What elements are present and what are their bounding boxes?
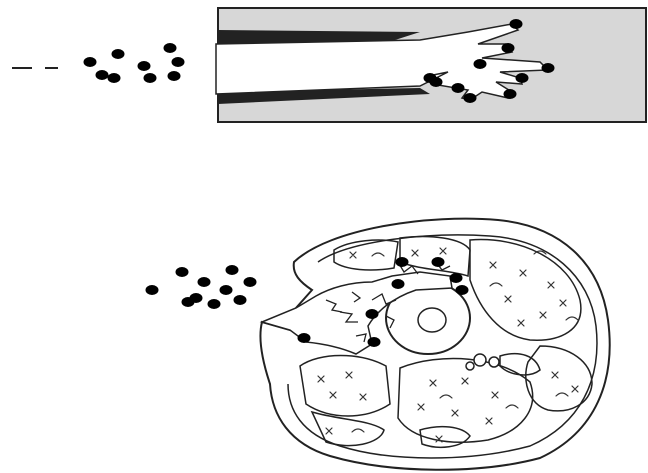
- top-particle-flight-9: [168, 71, 181, 81]
- bottom-particle-deposited-5: [392, 279, 405, 289]
- top-particle-flight-3: [164, 43, 177, 53]
- bottom-particle-flight-8: [182, 297, 195, 307]
- top-particle-deposited-8: [464, 93, 477, 103]
- bottom-particle-flight-10: [234, 295, 247, 305]
- top-particle-flight-5: [138, 61, 151, 71]
- top-particle-deposited-7: [452, 83, 465, 93]
- bottom-particle-deposited-1: [396, 257, 409, 267]
- top-particle-flight-6: [172, 57, 185, 67]
- top-particle-deposited-3: [474, 59, 487, 69]
- top-particle-deposited-4: [542, 63, 555, 73]
- bottom-particle-flight-9: [208, 299, 221, 309]
- bottom-particle-deposited-2: [432, 257, 445, 267]
- top-particle-flight-4: [96, 70, 109, 80]
- bottom-particle-deposited-8: [298, 333, 311, 343]
- bottom-particle-flight-2: [226, 265, 239, 275]
- top-particle-deposited-2: [502, 43, 515, 53]
- top-particle-deposited-9: [504, 89, 517, 99]
- bottom-particle-flight-5: [146, 285, 159, 295]
- bottom-particle-flight-4: [244, 277, 257, 287]
- bottom-particle-flight-1: [176, 267, 189, 277]
- top-particle-flight-8: [144, 73, 157, 83]
- bottom-particle-flight-3: [198, 277, 211, 287]
- top-particle-flight-1: [84, 57, 97, 67]
- bottom-particle-deposited-4: [456, 285, 469, 295]
- bottom-particle-deposited-3: [450, 273, 463, 283]
- bone-marrow: [418, 308, 446, 332]
- bottom-particle-deposited-7: [368, 337, 381, 347]
- bottom-particle-flight-7: [220, 285, 233, 295]
- bottom-panel: [260, 219, 609, 470]
- top-particle-deposited-1: [510, 19, 523, 29]
- top-particle-deposited-5: [516, 73, 529, 83]
- bottom-particle-deposited-6: [366, 309, 379, 319]
- top-particle-deposited-10: [430, 77, 443, 87]
- top-particle-flight-2: [112, 49, 125, 59]
- top-particle-flight-7: [108, 73, 121, 83]
